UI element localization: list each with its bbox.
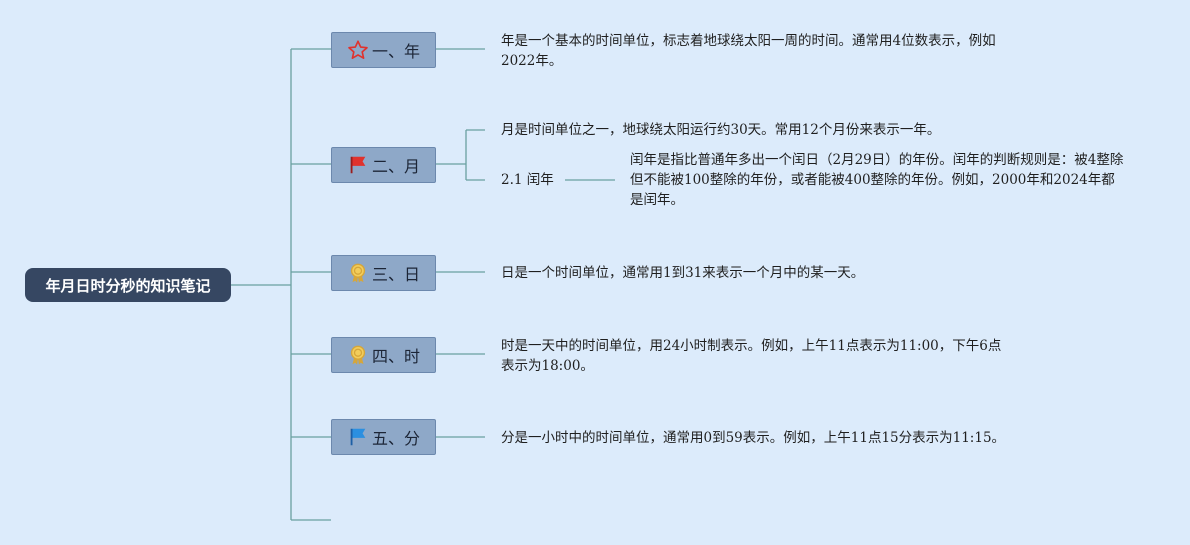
- branch-topic-hour[interactable]: 四、时: [331, 337, 436, 373]
- branch-label: 五、分: [371, 429, 420, 448]
- note-leap-year[interactable]: 闰年是指比普通年多出一个闰日（2月29日）的年份。闰年的判断规则是：被4整除但不…: [630, 152, 1124, 208]
- branch-label: 三、日: [371, 265, 420, 284]
- note-month[interactable]: 月是时间单位之一，地球绕太阳运行约30天。常用12个月份来表示一年。: [501, 122, 941, 138]
- subtopic-leap-year[interactable]: 2.1 闰年: [501, 172, 554, 188]
- note-minute[interactable]: 分是一小时中的时间单位，通常用0到59表示。例如，上午11点15分表示为11:1…: [501, 430, 1006, 446]
- branch-topic-month[interactable]: 二、月: [331, 147, 436, 183]
- gold-medal-icon: [347, 344, 369, 366]
- root-topic[interactable]: 年月日时分秒的知识笔记: [25, 268, 231, 302]
- note-day[interactable]: 日是一个时间单位，通常用1到31来表示一个月中的某一天。: [501, 265, 865, 281]
- red-flag-icon: [347, 154, 369, 176]
- star-outline-icon: [347, 39, 369, 61]
- branch-topic-year[interactable]: 一、年: [331, 32, 436, 68]
- branch-topic-minute[interactable]: 五、分: [331, 419, 436, 455]
- branch-label: 一、年: [371, 42, 420, 61]
- blue-flag-icon: [347, 426, 369, 448]
- gold-medal-icon: [347, 262, 369, 284]
- branch-label: 二、月: [371, 157, 420, 176]
- note-year[interactable]: 年是一个基本的时间单位，标志着地球绕太阳一周的时间。通常用4位数表示，例如202…: [501, 33, 996, 69]
- note-hour[interactable]: 时是一天中的时间单位，用24小时制表示。例如，上午11点表示为11:00，下午6…: [501, 338, 1002, 374]
- branch-topic-day[interactable]: 三、日: [331, 255, 436, 291]
- branch-label: 四、时: [371, 347, 420, 366]
